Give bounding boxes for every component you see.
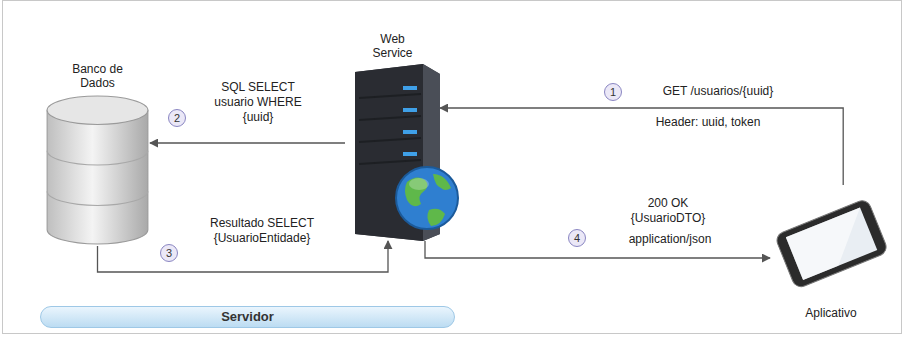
note-label: application/json (615, 232, 725, 247)
connector-arrow (440, 108, 843, 185)
node-shape (45, 94, 150, 246)
edge-label: Resultado SELECT {UsuarioEntidade} (206, 216, 318, 246)
node-shape (345, 64, 440, 241)
callout-number: 3 (160, 244, 178, 262)
edge-label: GET /usuarios/{uuid} (633, 84, 803, 99)
callout-number: 1 (604, 83, 622, 101)
node-label: Aplicativo (805, 306, 856, 320)
smartphone (770, 185, 892, 300)
callout-number: 4 (568, 229, 586, 247)
callout-number: 2 (168, 109, 186, 127)
connector-arrow (150, 142, 345, 143)
node-label: Banco de Dados (63, 62, 133, 90)
note-label: Header: uuid, token (628, 115, 788, 130)
edge-label: SQL SELECT usuario WHERE {uuid} (208, 80, 308, 125)
server-tower (345, 64, 440, 241)
node-label: Web Service (363, 32, 423, 60)
connector-arrow (425, 241, 770, 258)
node-shape (770, 185, 892, 300)
database-cylinder (45, 94, 150, 246)
database: Banco de Dados (45, 62, 150, 246)
edge-label: 200 OK {UsuarioDTO} (625, 196, 711, 226)
connector-arrow (98, 241, 389, 272)
mobile-app: Aplicativo (770, 185, 892, 320)
web-service: Web Service (345, 32, 440, 241)
node-label: Servidor (221, 310, 274, 324)
server-band: Servidor (40, 306, 455, 328)
